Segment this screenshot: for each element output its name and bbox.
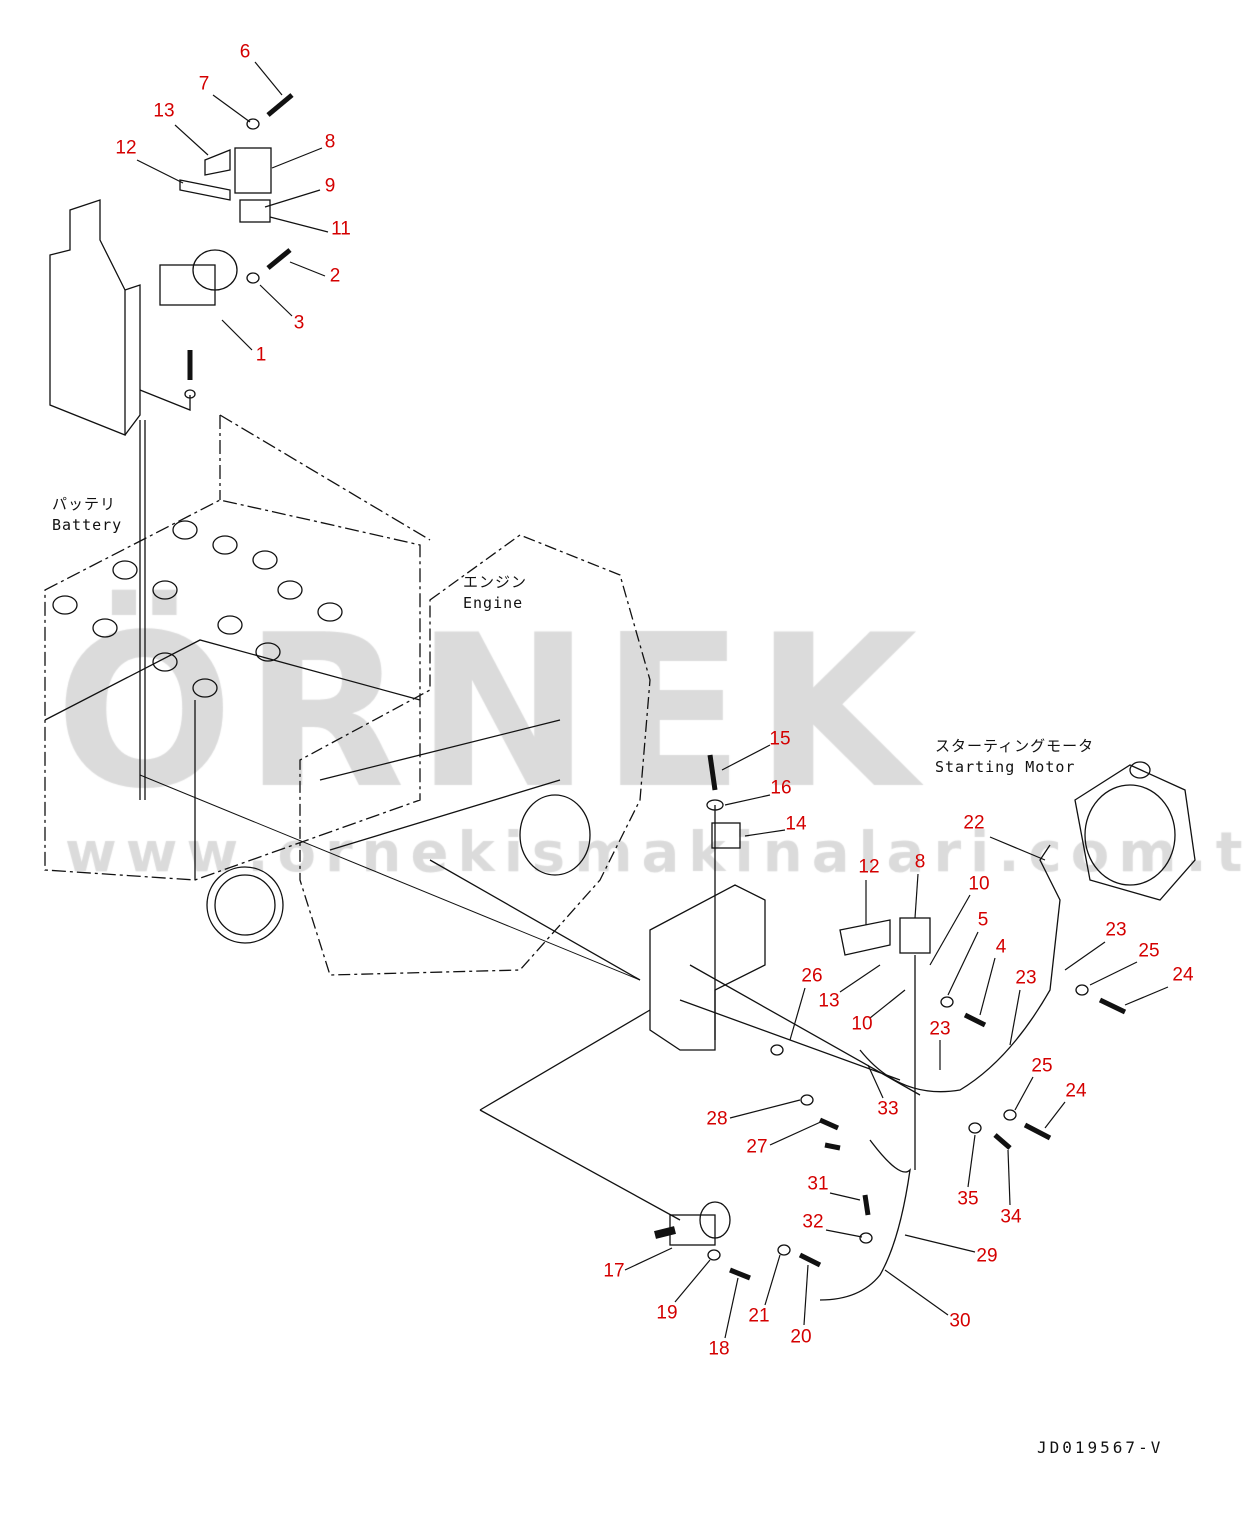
callout-1[interactable]: 1 — [255, 344, 267, 366]
callout-2[interactable]: 2 — [329, 265, 341, 287]
callout-34[interactable]: 34 — [1000, 1206, 1022, 1228]
callout-17[interactable]: 17 — [603, 1260, 625, 1282]
callout-29[interactable]: 29 — [976, 1245, 998, 1267]
callout-28[interactable]: 28 — [706, 1108, 728, 1130]
callout-27[interactable]: 27 — [746, 1136, 768, 1158]
callout-5[interactable]: 5 — [977, 909, 989, 931]
callout-8[interactable]: 8 — [324, 131, 336, 153]
motor-caption-jp: スターティングモータ — [935, 737, 1095, 755]
callout-16[interactable]: 16 — [770, 777, 792, 799]
drawing-code: JD019567-V — [1037, 1438, 1164, 1457]
callout-26[interactable]: 26 — [801, 965, 823, 987]
battery-bracket — [49, 199, 191, 800]
callout-4[interactable]: 4 — [995, 936, 1007, 958]
callout-23[interactable]: 23 — [1015, 967, 1037, 989]
battery-caption: パッテリ Battery — [52, 494, 122, 536]
engine-caption: エンジン Engine — [463, 572, 527, 614]
battery-caption-jp: パッテリ — [52, 495, 117, 513]
callout-20[interactable]: 20 — [790, 1326, 812, 1348]
starting-motor — [1074, 761, 1196, 901]
callout-8[interactable]: 8 — [914, 851, 926, 873]
motor-caption: スターティングモータ Starting Motor — [935, 736, 1094, 778]
engine-caption-jp: エンジン — [463, 573, 528, 591]
callout-9[interactable]: 9 — [324, 175, 336, 197]
callout-33[interactable]: 33 — [877, 1098, 899, 1120]
callout-13[interactable]: 13 — [153, 100, 175, 122]
callout-21[interactable]: 21 — [748, 1305, 770, 1327]
callout-13[interactable]: 13 — [818, 990, 840, 1012]
battery-relay-group — [159, 93, 294, 399]
callout-11[interactable]: 11 — [331, 218, 351, 240]
callout-15[interactable]: 15 — [769, 728, 791, 750]
relay-bracket-lower — [139, 754, 1127, 1301]
callout-32[interactable]: 32 — [802, 1211, 824, 1233]
callout-6[interactable]: 6 — [239, 41, 251, 63]
callout-22[interactable]: 22 — [963, 812, 985, 834]
callout-18[interactable]: 18 — [708, 1338, 730, 1360]
callout-10[interactable]: 10 — [851, 1013, 873, 1035]
callout-24[interactable]: 24 — [1065, 1080, 1087, 1102]
callout-24[interactable]: 24 — [1172, 964, 1194, 986]
leader-lines — [136, 61, 1169, 1339]
callout-25[interactable]: 25 — [1031, 1055, 1053, 1077]
callout-19[interactable]: 19 — [656, 1302, 678, 1324]
callout-30[interactable]: 30 — [949, 1310, 971, 1332]
callout-12[interactable]: 12 — [115, 137, 137, 159]
engine-caption-en: Engine — [463, 594, 524, 612]
callout-7[interactable]: 7 — [198, 73, 210, 95]
battery-caption-en: Battery — [52, 516, 123, 534]
battery-outline — [44, 414, 431, 881]
callout-25[interactable]: 25 — [1138, 940, 1160, 962]
callout-23[interactable]: 23 — [1105, 919, 1127, 941]
callout-12[interactable]: 12 — [858, 856, 880, 878]
callout-31[interactable]: 31 — [807, 1173, 829, 1195]
callout-10[interactable]: 10 — [968, 873, 990, 895]
callout-3[interactable]: 3 — [293, 312, 305, 334]
callout-23[interactable]: 23 — [929, 1018, 951, 1040]
motor-caption-en: Starting Motor — [935, 758, 1076, 776]
callout-35[interactable]: 35 — [957, 1188, 979, 1210]
callout-14[interactable]: 14 — [785, 813, 807, 835]
battery-cells — [44, 520, 421, 880]
engine-outline — [206, 534, 651, 981]
